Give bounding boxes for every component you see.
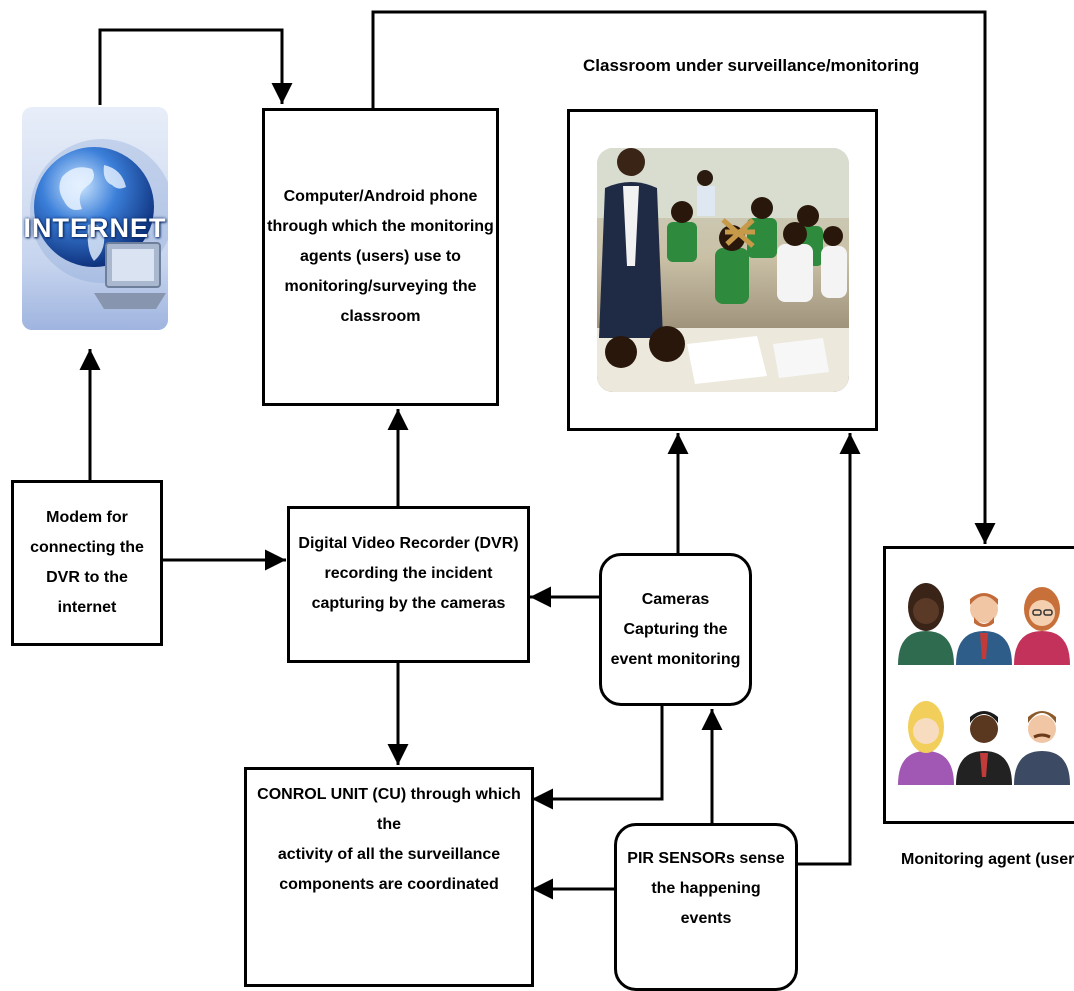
user-avatar-1 <box>898 583 954 665</box>
user-avatar-5 <box>956 711 1012 785</box>
monitoring-agents-box <box>883 546 1074 824</box>
cameras-text: Cameras Capturing the event monitoring <box>611 585 741 675</box>
dvr-box: Digital Video Recorder (DVR) recording t… <box>287 506 530 663</box>
users-group-icon <box>892 567 1074 803</box>
monitoring-agent-caption: Monitoring agent (users) <box>901 851 1074 869</box>
dvr-text: Digital Video Recorder (DVR) recording t… <box>298 529 518 619</box>
user-avatar-2 <box>956 593 1012 665</box>
modem-box: Modem for connecting the DVR to the inte… <box>11 480 163 646</box>
classroom-photo <box>597 148 849 392</box>
modem-text: Modem for connecting the DVR to the inte… <box>30 503 144 623</box>
user-avatar-3 <box>1014 587 1070 665</box>
internet-globe-icon: INTERNET <box>22 107 168 330</box>
internet-label: INTERNET <box>22 213 168 244</box>
cameras-box: Cameras Capturing the event monitoring <box>599 553 752 706</box>
arrow-internet-to-computer <box>100 30 282 105</box>
computer-phone-text: Computer/Android phone through which the… <box>267 182 494 332</box>
computer-phone-box: Computer/Android phone through which the… <box>262 108 499 406</box>
user-avatar-4 <box>898 701 954 785</box>
pir-sensors-box: PIR SENSORs sense the happening events <box>614 823 798 991</box>
classroom-title: Classroom under surveillance/monitoring <box>583 56 919 76</box>
arrow-cameras-to-control-unit <box>532 705 662 799</box>
pir-sensors-text: PIR SENSORs sense the happening events <box>627 844 784 934</box>
classroom-box <box>567 109 878 431</box>
control-unit-box: CONROL UNIT (CU) through which the activ… <box>244 767 534 987</box>
user-avatar-6 <box>1014 711 1070 785</box>
control-unit-text: CONROL UNIT (CU) through which the activ… <box>247 780 531 900</box>
arrow-pir-to-classroom <box>796 433 850 864</box>
